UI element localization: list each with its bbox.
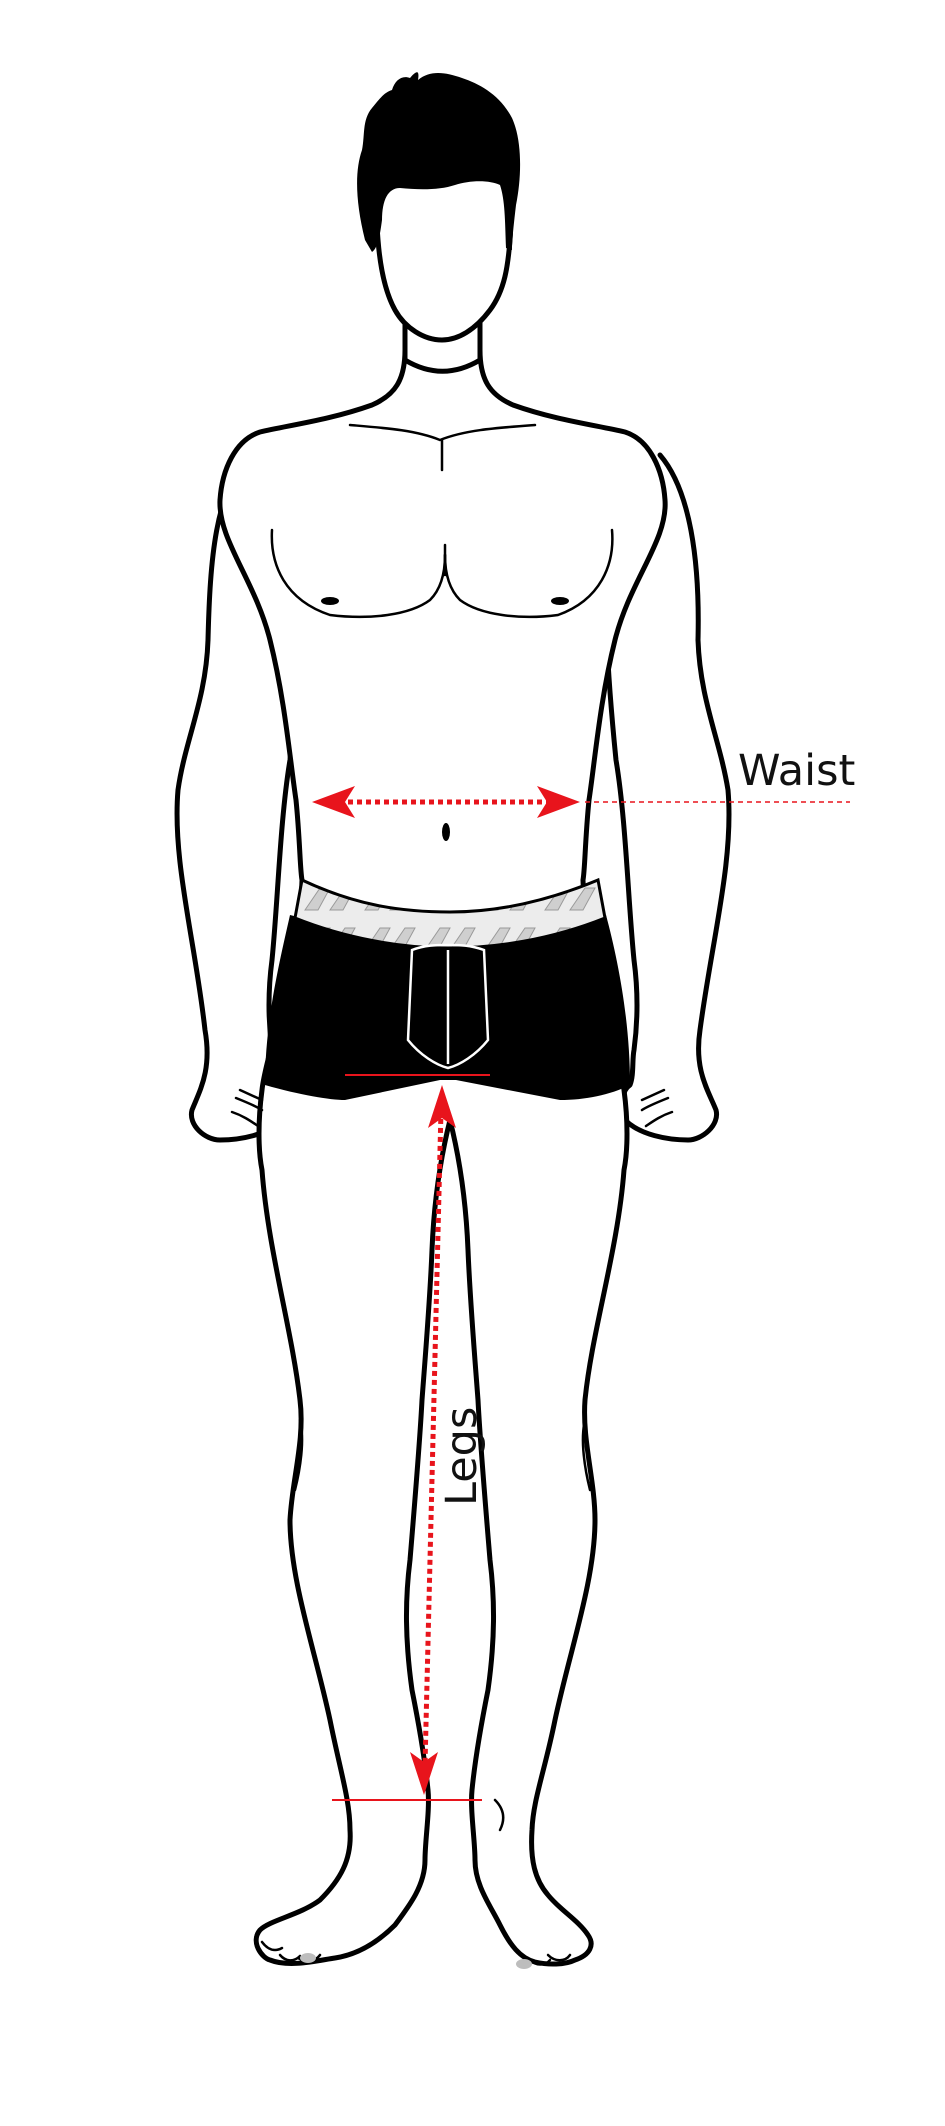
torso-and-legs xyxy=(217,347,668,1967)
legs-arrow-down-icon xyxy=(410,1752,438,1795)
right-arm xyxy=(603,452,732,1143)
hair xyxy=(357,72,521,252)
knee-left xyxy=(293,1418,304,1492)
collarbone xyxy=(348,423,537,442)
waist-label: Waist xyxy=(738,746,855,796)
body-marks xyxy=(321,597,569,841)
navel xyxy=(442,823,450,841)
fingers-left xyxy=(230,1088,264,1128)
waistband xyxy=(293,877,607,950)
nipple-right xyxy=(551,597,569,605)
toes-right xyxy=(528,1953,572,1966)
chest-right xyxy=(443,528,614,619)
waist-arrow-left-icon xyxy=(312,786,355,818)
chest-left xyxy=(270,528,447,619)
legs-label: Legs xyxy=(437,1407,487,1506)
legs-arrow-up-icon xyxy=(428,1085,456,1128)
toenails xyxy=(300,1953,532,1969)
fingers-right xyxy=(640,1088,674,1128)
legs-measurement: Legs xyxy=(332,1074,490,1801)
boxer-shorts xyxy=(265,877,630,1100)
waist-measurement: Waist xyxy=(312,746,855,818)
ankle-right xyxy=(493,1798,505,1832)
knee-right xyxy=(581,1418,592,1492)
nipple-left xyxy=(321,597,339,605)
legs-arrow-shaft xyxy=(422,1109,444,1766)
body-details xyxy=(230,423,674,1966)
fly-pouch xyxy=(406,943,490,1070)
waist-arrow-right-icon xyxy=(537,786,580,818)
